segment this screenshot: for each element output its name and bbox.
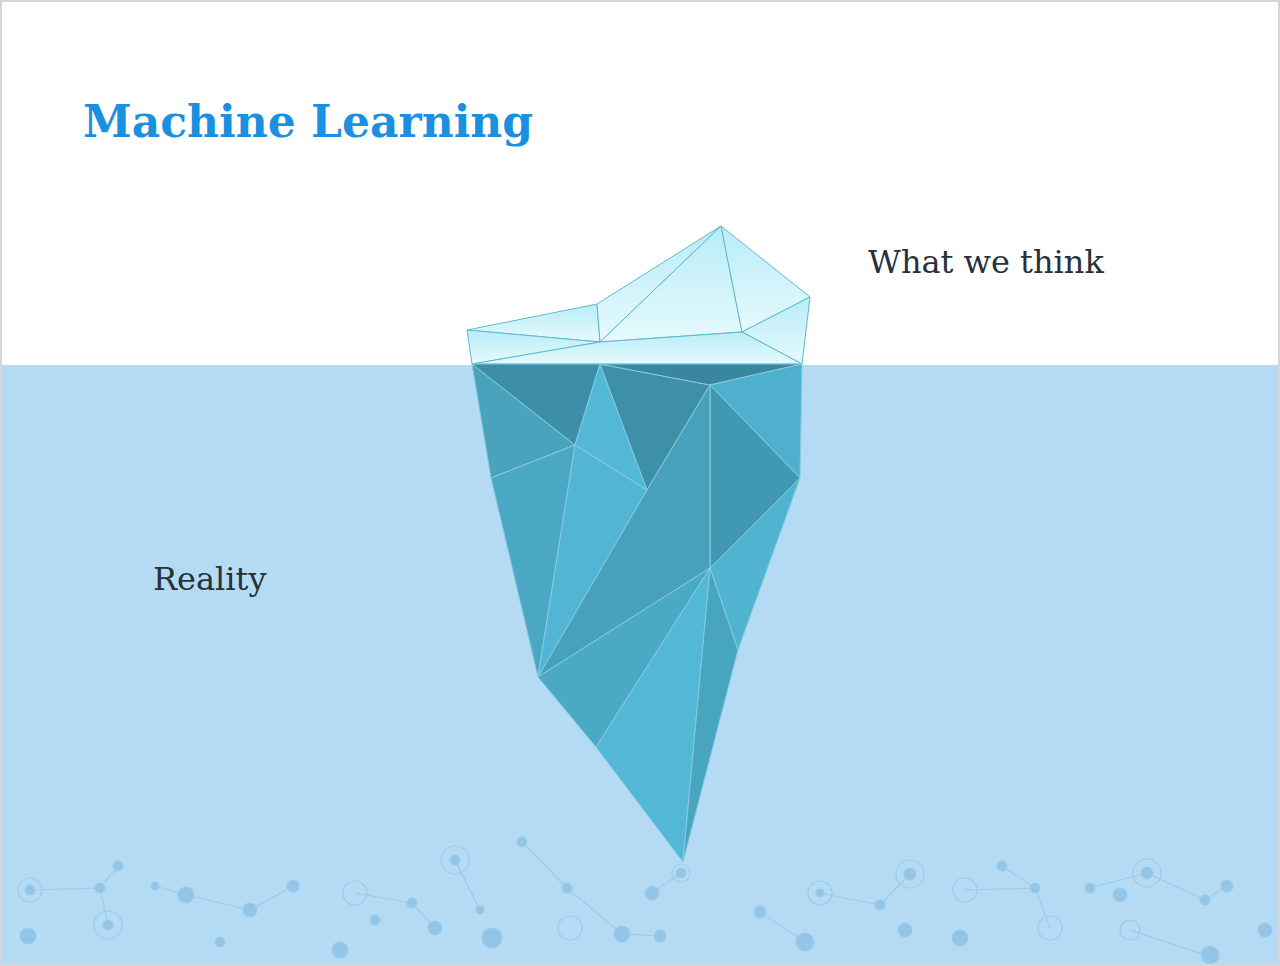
iceberg-body: [472, 364, 802, 862]
annotation-label: Reality: [153, 560, 267, 598]
water: [0, 365, 1280, 966]
network-decoration: [18, 837, 1272, 964]
annotation-label: What we think: [868, 243, 1104, 281]
iceberg-tip: [467, 226, 810, 364]
slide-title: Machine Learning: [83, 96, 533, 149]
